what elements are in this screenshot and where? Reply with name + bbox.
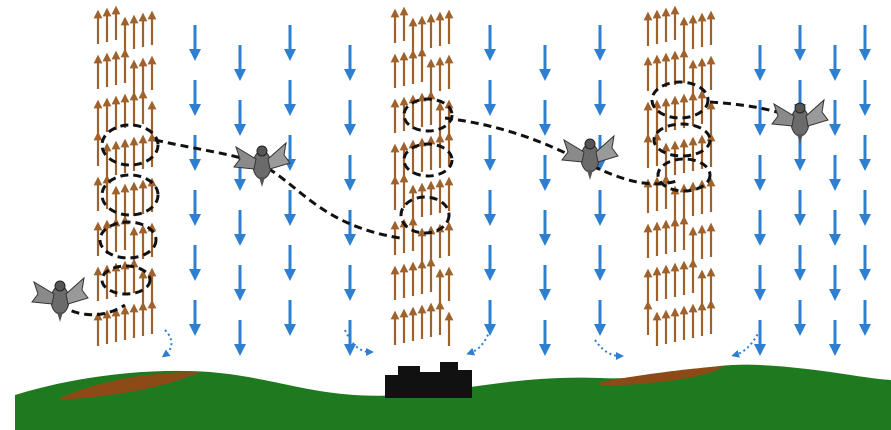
loop-left-2 xyxy=(102,175,158,215)
bird-1 xyxy=(32,278,88,322)
loop-left-3 xyxy=(100,222,156,258)
loop-center-1 xyxy=(404,99,452,131)
loop-right-1 xyxy=(652,82,708,118)
loop-center-3 xyxy=(401,197,449,233)
bird-2 xyxy=(234,143,290,187)
building xyxy=(385,362,472,398)
inflow-arrows xyxy=(165,330,760,356)
loop-left-1 xyxy=(102,125,158,165)
bird-4 xyxy=(772,100,828,144)
loop-center-2 xyxy=(404,144,452,176)
